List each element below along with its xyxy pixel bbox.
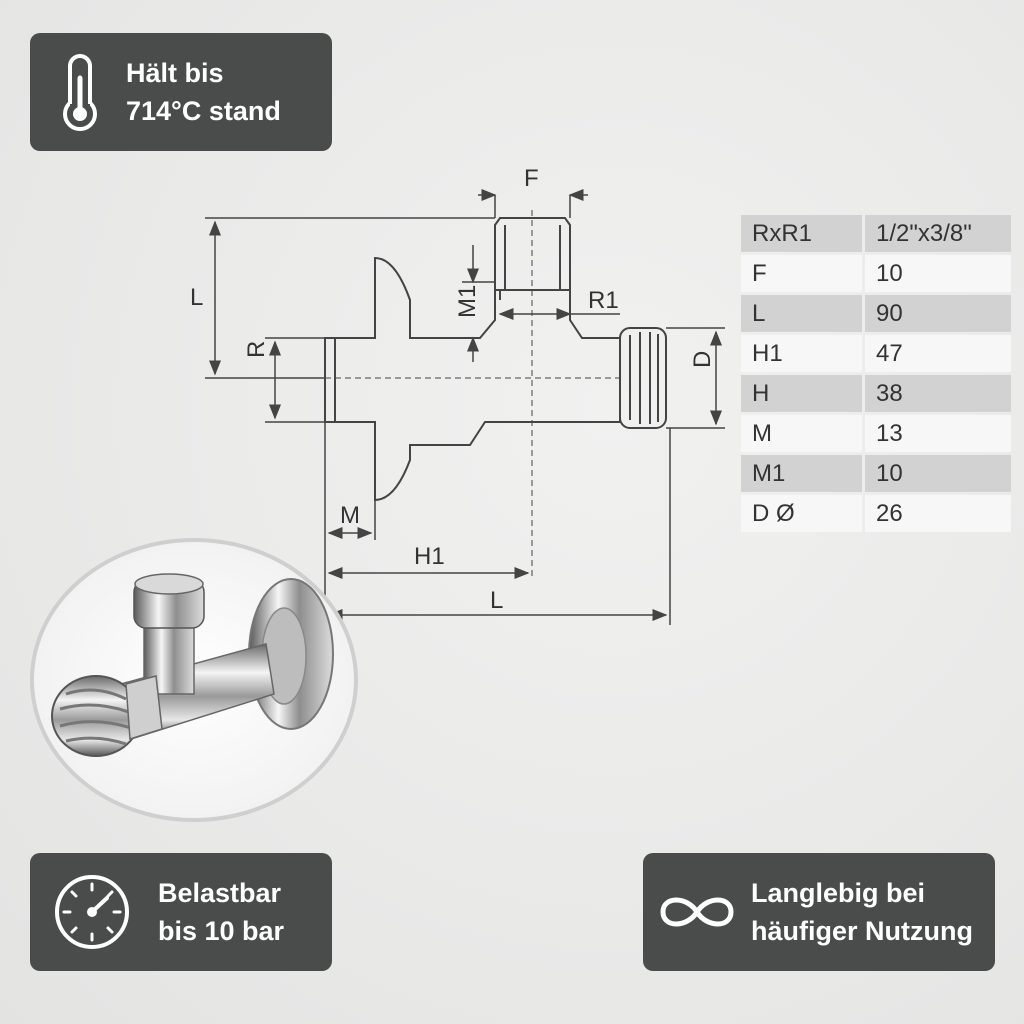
spec-key: RxR1 — [741, 215, 862, 252]
dim-label-m1: M1 — [454, 285, 481, 318]
temperature-text: Hält bis 714°C stand — [126, 54, 281, 130]
spec-value: 10 — [865, 255, 1011, 292]
thermometer-icon — [63, 54, 97, 131]
spec-key: D Ø — [741, 495, 862, 532]
spec-key: F — [741, 255, 862, 292]
spec-key: H — [741, 375, 862, 412]
infinity-icon — [660, 897, 734, 927]
spec-key: M1 — [741, 455, 862, 492]
pressure-badge: Belastbar bis 10 bar — [30, 853, 332, 971]
dim-label-f: F — [524, 165, 539, 192]
spec-value: 1/2"x3/8" — [865, 215, 1011, 252]
spec-value: 26 — [865, 495, 1011, 532]
pressure-line1: Belastbar — [158, 878, 282, 908]
dim-label-h1: H1 — [414, 543, 445, 570]
spec-value: 10 — [865, 455, 1011, 492]
durability-badge: Langlebig bei häufiger Nutzung — [643, 853, 995, 971]
spec-key: M — [741, 415, 862, 452]
dim-label-r1: R1 — [588, 287, 619, 314]
spec-value: 47 — [865, 335, 1011, 372]
product-photo — [30, 538, 358, 822]
spec-key: L — [741, 295, 862, 332]
spec-value: 38 — [865, 375, 1011, 412]
valve-body-outline — [324, 256, 621, 502]
temperature-line1: Hält bis — [126, 58, 224, 88]
spec-value: 13 — [865, 415, 1011, 452]
dim-label-m: M — [340, 502, 360, 529]
durability-line2: häufiger Nutzung — [751, 916, 973, 946]
dim-label-r: R — [243, 341, 270, 358]
dim-label-d: D — [689, 351, 716, 368]
pressure-gauge-icon — [55, 875, 129, 949]
durability-text: Langlebig bei häufiger Nutzung — [751, 874, 973, 950]
pressure-text: Belastbar bis 10 bar — [158, 874, 284, 950]
top-nut-outline — [494, 217, 571, 290]
durability-line1: Langlebig bei — [751, 878, 926, 908]
spec-key: H1 — [741, 335, 862, 372]
spec-value: 90 — [865, 295, 1011, 332]
temperature-badge: Hält bis 714°C stand — [30, 33, 332, 151]
cap-outline — [619, 327, 667, 429]
dim-label-l-left: L — [190, 284, 203, 311]
pressure-line2: bis 10 bar — [158, 916, 285, 946]
dim-label-l-bottom: L — [490, 587, 503, 614]
temperature-line2: 714°C stand — [126, 96, 281, 126]
